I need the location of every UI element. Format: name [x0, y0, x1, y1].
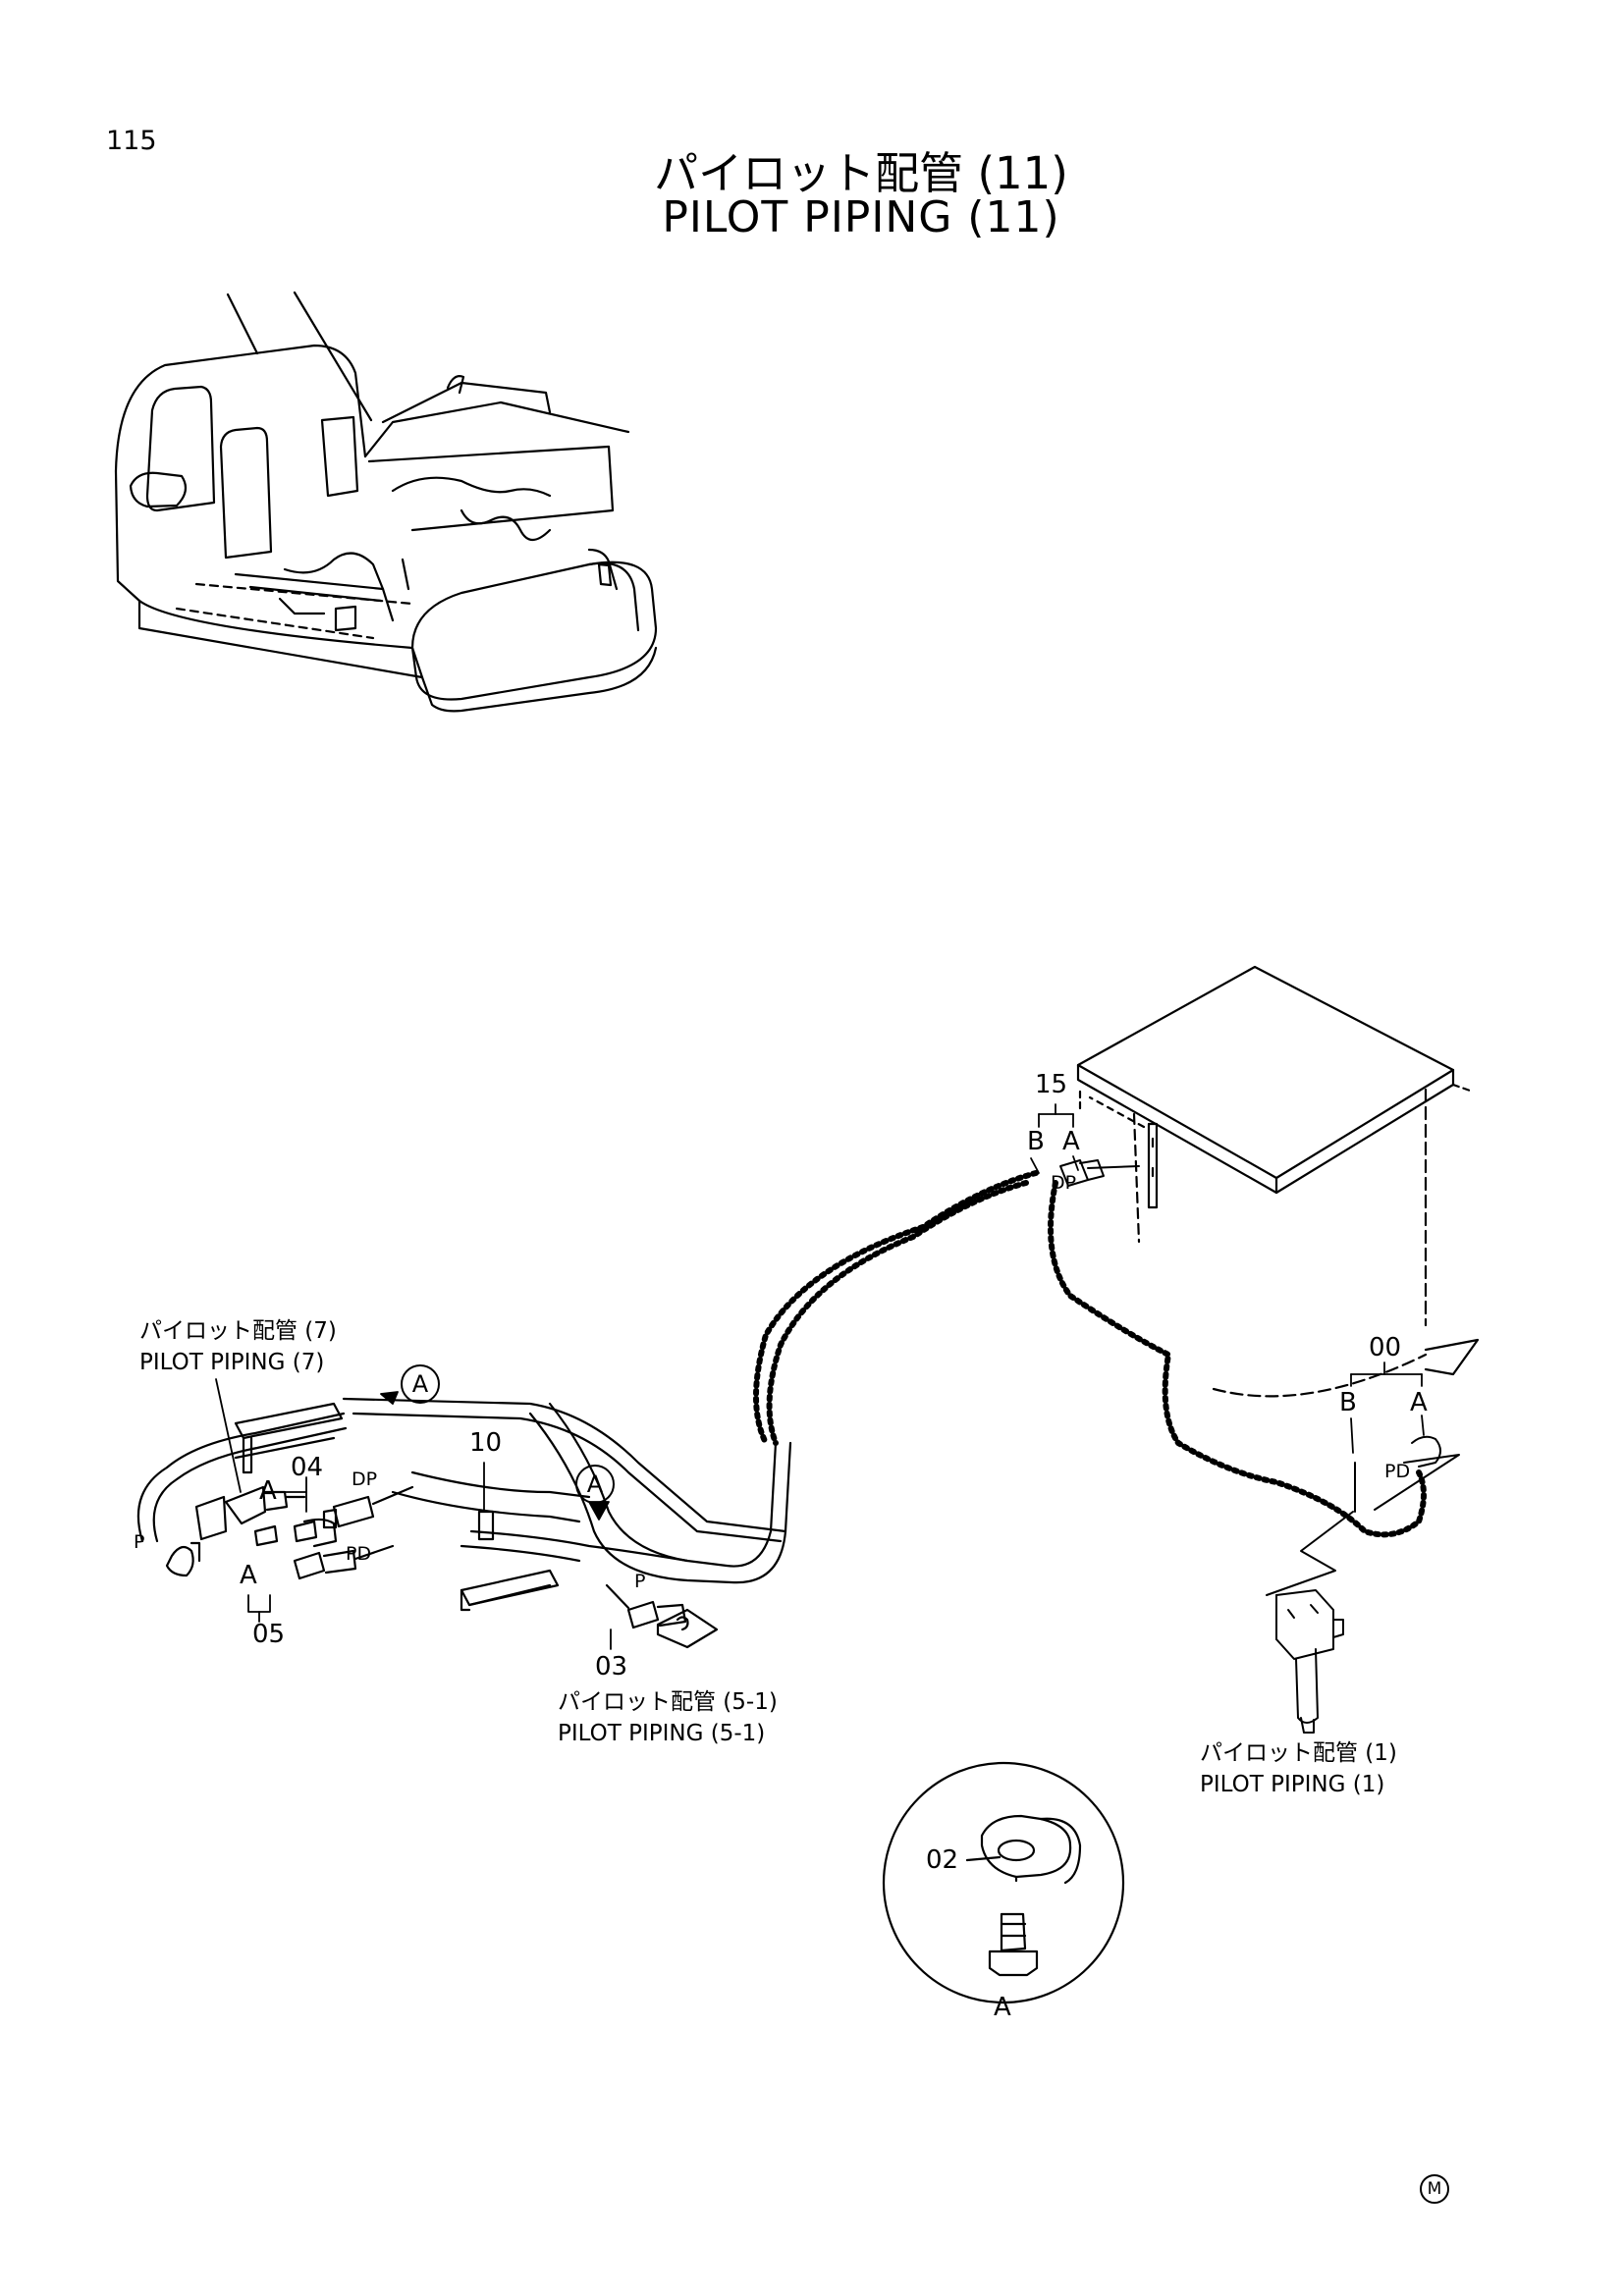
- port-label-p: P: [634, 1571, 646, 1592]
- port-label-b: B: [1339, 1388, 1357, 1417]
- port-label-a: A: [1062, 1127, 1080, 1156]
- port-label-dp: DP: [352, 1468, 378, 1490]
- hydraulic-tank: [1076, 965, 1480, 1398]
- page-title-english: PILOT PIPING (11): [662, 192, 1060, 242]
- port-label-pd: PD: [346, 1543, 372, 1565]
- reference-piping-1: パイロット配管 (1) PILOT PIPING (1): [1200, 1740, 1397, 1797]
- detail-circle-a: [882, 1761, 1125, 2004]
- port-label-pd: PD: [1384, 1461, 1411, 1482]
- page-title-japanese: パイロット配管 (11): [654, 147, 1068, 199]
- part-number-03: 03: [595, 1652, 628, 1682]
- part-number-04: 04: [291, 1453, 324, 1482]
- part-number-00: 00: [1369, 1333, 1402, 1362]
- part-number-10: 10: [469, 1428, 503, 1458]
- excavator-overview: [114, 291, 658, 713]
- port-label-p: P: [134, 1531, 145, 1553]
- reference-piping-7: パイロット配管 (7) PILOT PIPING (7): [139, 1318, 337, 1375]
- reference-piping-5-1: パイロット配管 (5-1) PILOT PIPING (5-1): [558, 1689, 778, 1746]
- page-number: 115: [106, 126, 157, 156]
- manufacturer-mark: M: [1420, 2174, 1449, 2204]
- part-number-15: 15: [1035, 1070, 1068, 1099]
- port-label-a: A: [259, 1476, 277, 1506]
- view-a-marker: A: [401, 1364, 440, 1404]
- hose-assembly: [753, 1170, 1427, 1538]
- view-a-marker: A: [575, 1465, 615, 1504]
- part-number-05: 05: [252, 1620, 286, 1649]
- port-label-a: A: [240, 1561, 257, 1590]
- pilot-pipes-left: [136, 1397, 792, 1649]
- port-label-a: A: [1410, 1388, 1428, 1417]
- detail-label-a: A: [994, 1993, 1011, 2022]
- part-number-02: 02: [926, 1845, 959, 1875]
- port-label-b: B: [1027, 1127, 1045, 1156]
- port-label-dp: DP: [1051, 1172, 1077, 1194]
